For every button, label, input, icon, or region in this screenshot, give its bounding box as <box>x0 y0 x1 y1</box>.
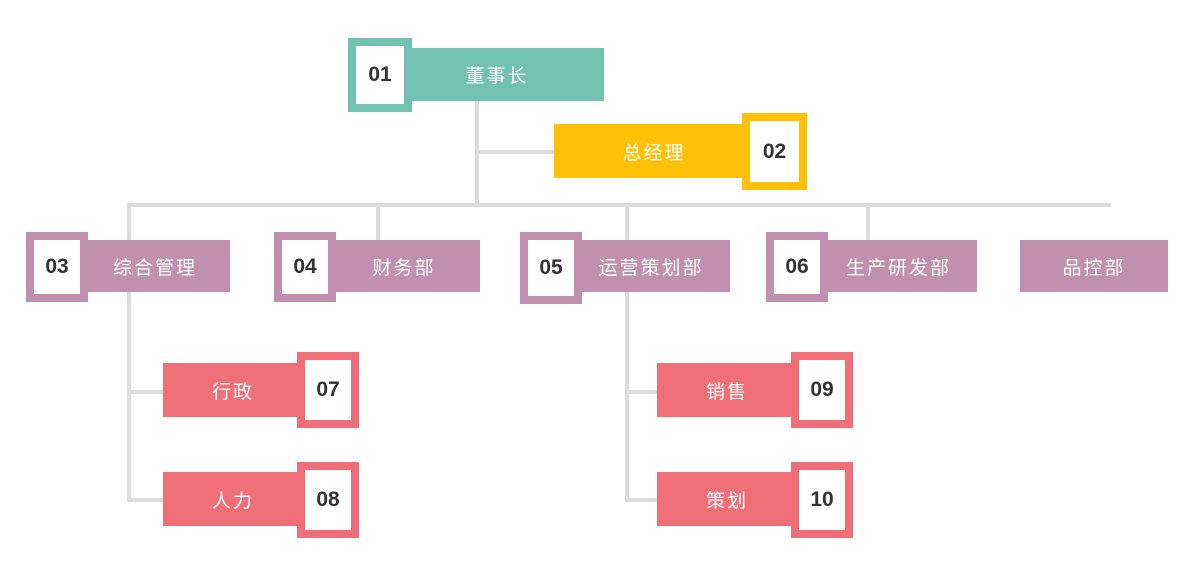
node-planning-label: 策划 <box>705 490 748 512</box>
node-planning-number[interactable]: 10 <box>791 462 853 538</box>
node-production-rd-dept[interactable]: 生产研发部 <box>820 240 977 292</box>
node-general-admin-label: 综合管理 <box>112 257 197 279</box>
node-production-rd-dept-label: 生产研发部 <box>845 257 951 279</box>
node-admin[interactable]: 行政 <box>163 363 303 417</box>
node-operations-planning-dept-label: 运营策划部 <box>598 257 704 279</box>
node-sales-number[interactable]: 09 <box>791 352 853 428</box>
node-chairman[interactable]: 董事长 <box>390 48 604 101</box>
node-sales-label: 销售 <box>705 381 748 403</box>
connector-admin-stub <box>127 390 163 394</box>
node-operations-planning-dept[interactable]: 运营策划部 <box>572 240 730 292</box>
connector-sales-stub <box>625 390 659 394</box>
connector-general-manager-stub <box>477 150 554 154</box>
node-chairman-number[interactable]: 01 <box>348 38 412 112</box>
connector-hr-stub <box>127 498 163 502</box>
node-hr-label: 人力 <box>211 490 254 512</box>
node-quality-control-dept-label: 品控部 <box>1062 257 1126 279</box>
node-hr[interactable]: 人力 <box>163 472 303 526</box>
connector-production-down <box>866 203 870 242</box>
node-admin-label: 行政 <box>211 381 254 403</box>
node-general-admin[interactable]: 综合管理 <box>80 240 230 292</box>
connector-operations-down <box>625 203 629 502</box>
connector-planning-stub <box>625 498 659 502</box>
connector-finance-down <box>376 203 380 242</box>
connector-main-horizontal <box>127 203 1111 207</box>
node-sales[interactable]: 销售 <box>657 363 797 417</box>
node-finance-dept-label: 财务部 <box>372 257 436 279</box>
connector-chairman-down <box>475 101 479 207</box>
node-chairman-label: 董事长 <box>465 66 529 87</box>
node-general-manager-number[interactable]: 02 <box>742 113 807 190</box>
node-general-manager[interactable]: 总经理 <box>554 124 754 178</box>
node-finance-dept-number[interactable]: 04 <box>274 232 336 302</box>
node-operations-planning-dept-number[interactable]: 05 <box>520 232 582 304</box>
node-hr-number[interactable]: 08 <box>297 462 359 538</box>
node-admin-number[interactable]: 07 <box>297 352 359 428</box>
node-quality-control-dept[interactable]: 品控部 <box>1020 240 1168 292</box>
connector-general-admin-down <box>127 203 131 502</box>
node-general-admin-number[interactable]: 03 <box>26 232 88 302</box>
node-production-rd-dept-number[interactable]: 06 <box>766 232 828 302</box>
node-finance-dept[interactable]: 财务部 <box>328 240 480 292</box>
node-planning[interactable]: 策划 <box>657 472 797 526</box>
node-general-manager-label: 总经理 <box>622 142 686 164</box>
